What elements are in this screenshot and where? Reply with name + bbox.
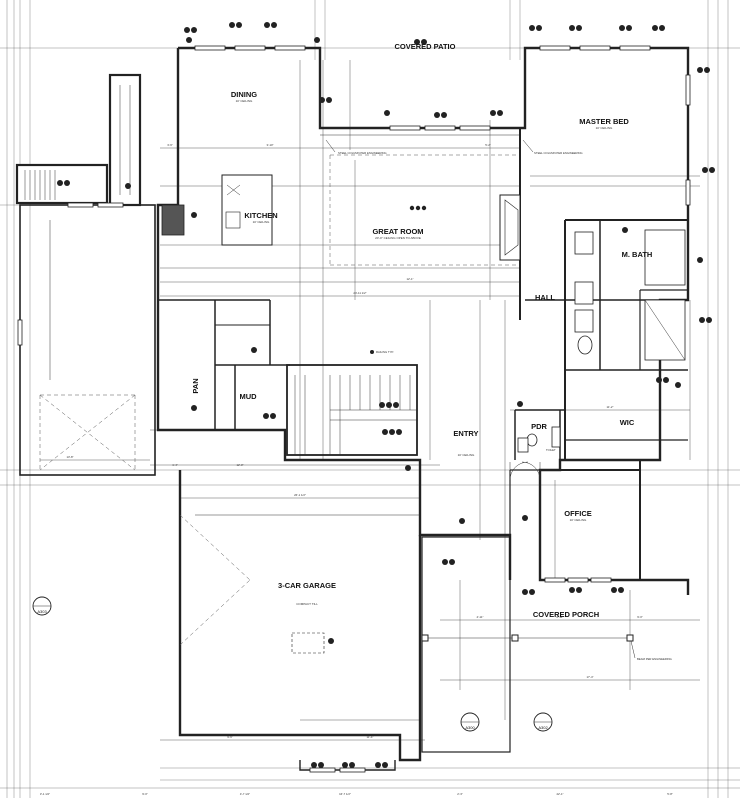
room-great-room-note: 20'-0" CEILING OPEN TO ABOVE [375, 236, 421, 240]
note-steel-column-right: STEEL COLUMN PER ENGINEERING [534, 151, 583, 155]
room-kitchen: KITCHEN [244, 211, 277, 220]
room-labels: COVERED PATIO DINING 10' CEILING KITCHEN… [191, 42, 652, 619]
svg-text:16'-7 1/2": 16'-7 1/2" [339, 792, 351, 796]
room-hall: HALL [535, 293, 555, 302]
note-steel-column-left: STEEL COLUMN PER ENGINEERING [338, 151, 387, 155]
svg-text:1'-4": 1'-4" [172, 463, 178, 467]
section-markers: A303 A300 A302 [32, 596, 553, 732]
room-m-bath: M. BATH [622, 250, 653, 259]
svg-text:2'-3": 2'-3" [457, 792, 463, 796]
room-covered-porch: COVERED PORCH [533, 610, 599, 619]
svg-text:9'-0": 9'-0" [637, 615, 643, 619]
room-entry-note: 10' CEILING [458, 453, 475, 457]
room-wic: WIC [620, 418, 635, 427]
svg-text:11'-2": 11'-2" [607, 405, 614, 409]
room-garage-note: COMPACT TILL [296, 602, 318, 606]
tag-bubbles [57, 22, 715, 768]
svg-text:13'-8": 13'-8" [66, 455, 73, 459]
annotations: STEEL COLUMN PER ENGINEERING STEEL COLUM… [325, 139, 672, 661]
svg-text:12'-1": 12'-1" [406, 277, 413, 281]
left-structure [19, 204, 156, 476]
room-master-bed-note: 10' CEILING [596, 126, 613, 130]
svg-text:26'-1 1/2": 26'-1 1/2" [294, 493, 306, 497]
room-master-bed: MASTER BED [579, 117, 629, 126]
house-walls [156, 46, 690, 771]
room-office-note: 10' CEILING [570, 518, 587, 522]
room-pan: PAN [191, 378, 200, 393]
svg-text:4'-7 1/2": 4'-7 1/2" [240, 792, 250, 796]
section-tag-a303: A303 [37, 609, 47, 614]
room-pdr: PDR [531, 422, 547, 431]
svg-text:3'-1 1/2": 3'-1 1/2" [40, 792, 50, 796]
room-office: OFFICE [564, 509, 592, 518]
note-railing: RAILING TYP. [376, 350, 394, 354]
svg-text:3'-10": 3'-10" [266, 143, 273, 147]
section-tag-a300: A300 [465, 725, 475, 730]
svg-text:5'-2": 5'-2" [485, 143, 491, 147]
room-kitchen-note: 10' CEILING [253, 220, 270, 224]
svg-text:9'-6": 9'-6" [227, 735, 233, 739]
room-dining-note: 10' CEILING [236, 99, 253, 103]
room-dining: DINING [231, 90, 257, 99]
room-great-room: GREAT ROOM [372, 227, 423, 236]
svg-text:4'-11": 4'-11" [477, 615, 484, 619]
svg-text:17'-4": 17'-4" [586, 675, 593, 679]
dimension-lines [40, 60, 700, 741]
section-tag-a302: A302 [538, 725, 548, 730]
svg-text:12'-0": 12'-0" [236, 463, 243, 467]
svg-text:24'-11 1/2": 24'-11 1/2" [353, 291, 366, 295]
note-beam-right: BEAM PER ENGINEERING [637, 657, 672, 661]
svg-text:5'-8": 5'-8" [667, 792, 673, 796]
svg-text:11'-4": 11'-4" [367, 735, 374, 739]
room-garage: 3-CAR GARAGE [278, 581, 336, 590]
svg-text:3'-6": 3'-6" [167, 143, 173, 147]
svg-text:22'-1": 22'-1" [556, 792, 563, 796]
svg-text:9'-0": 9'-0" [142, 792, 148, 796]
left-deck [15, 73, 142, 207]
room-mud: MUD [239, 392, 257, 401]
fixtures [161, 174, 686, 654]
windows [17, 45, 691, 773]
svg-text:8'-11": 8'-11" [557, 615, 564, 619]
note-toilet: TOILET [546, 448, 556, 452]
room-covered-patio: COVERED PATIO [395, 42, 456, 51]
room-entry: ENTRY [453, 429, 478, 438]
